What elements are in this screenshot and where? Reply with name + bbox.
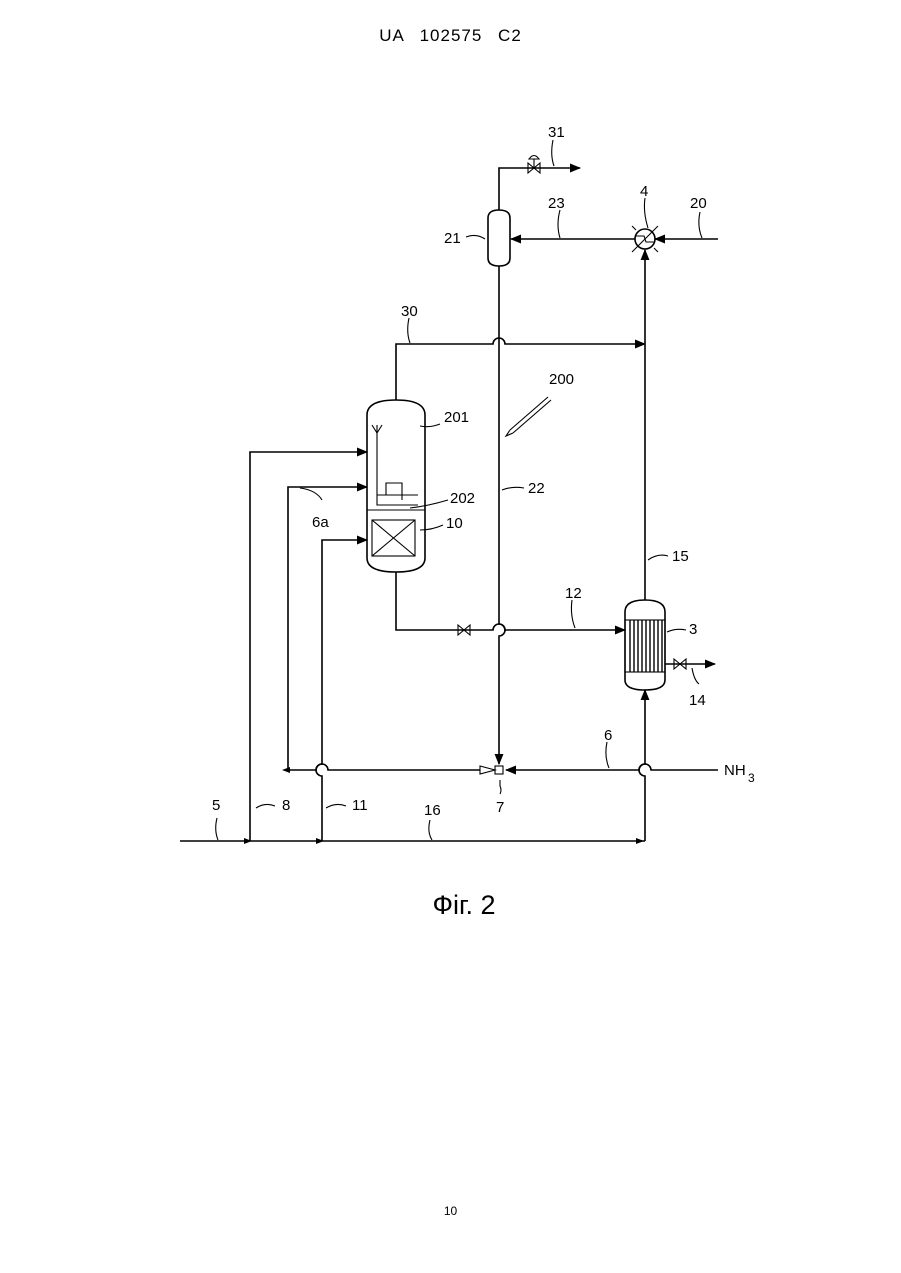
label-12: 12: [565, 585, 582, 602]
label-15: 15: [672, 548, 689, 565]
label-7: 7: [496, 799, 504, 816]
label-30: 30: [401, 303, 418, 320]
label-4: 4: [640, 183, 648, 200]
label-8: 8: [282, 797, 290, 814]
label-6: 6: [604, 727, 612, 744]
label-5: 5: [212, 797, 220, 814]
piping: [180, 156, 718, 845]
figure-caption: Фіг. 2: [432, 890, 495, 920]
label-20: 20: [690, 195, 707, 212]
label-3: 3: [689, 621, 697, 638]
stripper-vessel: [625, 600, 665, 690]
label-11: 11: [352, 797, 368, 814]
page-number: 10: [0, 1204, 901, 1218]
heat-exchanger-4: [632, 226, 658, 252]
label-16: 16: [424, 802, 441, 819]
reactor-vessel: [367, 400, 425, 572]
separator-vessel: [488, 210, 510, 266]
label-6a: 6a: [312, 514, 329, 531]
label-201: 201: [444, 409, 469, 426]
label-nh3-subscript: 3: [748, 771, 755, 785]
pointer-200: [506, 397, 551, 436]
label-22: 22: [528, 480, 545, 497]
label-23: 23: [548, 195, 565, 212]
label-nh3: NH: [724, 762, 746, 779]
label-202: 202: [450, 490, 475, 507]
label-21: 21: [444, 230, 461, 247]
label-31: 31: [548, 124, 565, 141]
label-200: 200: [549, 371, 574, 388]
label-14: 14: [689, 692, 706, 709]
label-10: 10: [446, 515, 463, 532]
stream-labels: 31 23 4 20 21 30 200 201 202 10 22 6a 15…: [212, 124, 755, 819]
